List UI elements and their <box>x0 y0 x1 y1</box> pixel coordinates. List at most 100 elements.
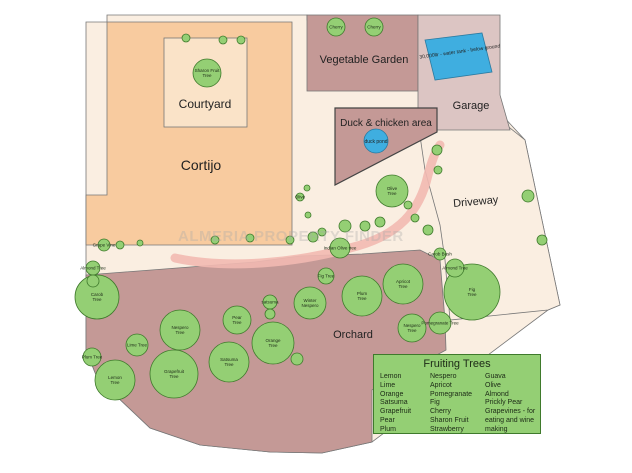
tree-label: Plum Tree <box>82 355 103 360</box>
tree-canopy <box>359 220 371 232</box>
legend-item: Sharon Fruit <box>430 416 469 424</box>
legend-item: Almond <box>485 390 509 398</box>
tree-canopy <box>125 333 149 357</box>
driveway-label: Driveway <box>453 194 500 210</box>
tree-label: Olive <box>295 195 306 200</box>
tree-label: Almond Tree <box>80 266 106 271</box>
tree-canopy <box>264 308 276 320</box>
legend-item: Pear <box>380 416 395 424</box>
tree-label: Pomegranate Tree <box>421 321 459 326</box>
legend-item: Satsuma <box>380 399 408 407</box>
tree-label: Indian Olive tree <box>324 246 357 251</box>
tree-canopy <box>433 247 447 261</box>
legend-item: Prickly Pear <box>485 399 523 407</box>
tree-canopy <box>208 341 250 383</box>
tree-label: Fig Tree <box>318 274 335 279</box>
tree-canopy <box>290 352 304 366</box>
tree-canopy <box>192 58 222 88</box>
legend-item: Pomegranate <box>430 390 473 398</box>
legend-item: making <box>485 425 508 433</box>
tree-canopy <box>536 234 548 246</box>
fruiting-trees-legend: Fruiting Trees Lemon Lime Orange Satsuma… <box>373 354 541 434</box>
tree-canopy <box>341 275 383 317</box>
legend-column-3: Guava Olive Almond Prickly Pear Grapevin… <box>485 373 535 435</box>
tree-canopy <box>445 258 465 278</box>
legend-item: Grapefruit <box>380 408 412 416</box>
watermark: ALMERIA PROPERTY FINDER <box>178 228 404 245</box>
tree-canopy <box>428 311 452 335</box>
tree-canopy <box>374 216 386 228</box>
legend-item: Cherry <box>430 408 452 416</box>
tree-label: Carob Bush <box>428 252 452 257</box>
legend-item: Olive <box>485 381 501 389</box>
legend-item: Guava <box>485 373 506 380</box>
tree-canopy <box>422 224 434 236</box>
tree-canopy <box>397 313 427 343</box>
tree-canopy <box>364 17 384 37</box>
legend-item: Orange <box>380 390 404 398</box>
vegetable-garden-area <box>306 14 419 92</box>
tree-canopy <box>82 347 102 367</box>
tree-canopy <box>86 274 100 288</box>
duck-area-label: Duck & chicken area <box>340 118 432 129</box>
legend-column-2: Nespero Apricot Pomegranate Fig Cherry S… <box>430 373 472 435</box>
tree-canopy <box>251 321 295 365</box>
duck-pond-label: duck pond <box>364 139 387 145</box>
tree-canopy <box>236 35 246 45</box>
tree-canopy <box>181 33 191 43</box>
tree-label: Lime Tree <box>127 343 148 348</box>
tree-canopy <box>317 267 335 285</box>
legend-item: Apricot <box>430 381 452 389</box>
tree-label: satsuma <box>261 300 279 305</box>
legend-title: Fruiting Trees <box>423 358 491 370</box>
tree-canopy <box>136 239 144 247</box>
tree-canopy <box>245 233 255 243</box>
tree-canopy <box>97 238 111 252</box>
legend-item: Lime <box>380 381 396 389</box>
tree-canopy <box>303 184 311 192</box>
tree-canopy <box>304 211 312 219</box>
tree-label: Cherry <box>367 25 381 30</box>
tree-canopy <box>222 305 252 335</box>
legend-item: Lemon <box>380 373 402 380</box>
tree-canopy <box>74 274 120 320</box>
garden-path <box>170 140 445 269</box>
tree-canopy <box>285 235 295 245</box>
tree-canopy <box>338 219 352 233</box>
tree-canopy <box>218 35 228 45</box>
tree-canopy <box>433 165 443 175</box>
legend-item: Plum <box>380 425 396 433</box>
tree-label: Almond Tree <box>442 266 468 271</box>
tree-canopy <box>210 235 220 245</box>
tree-canopy <box>115 240 125 250</box>
tree-canopy <box>317 227 327 237</box>
legend-item: eating and wine <box>485 416 535 424</box>
tree-label: Cherry <box>329 25 343 30</box>
tree-canopy <box>329 237 351 259</box>
tree-canopy <box>403 200 413 210</box>
tree-canopy <box>443 263 501 321</box>
legend-column-1: Lemon Lime Orange Satsuma Grapefruit Pea… <box>380 373 411 435</box>
courtyard-label: Courtyard <box>179 97 232 111</box>
tree-canopy <box>382 263 424 305</box>
tree-label: Grape Vine <box>93 243 116 248</box>
orchard-label: Orchard <box>333 329 373 341</box>
legend-item: Nespero <box>430 373 457 380</box>
cortijo-label: Cortijo <box>181 157 222 173</box>
tree-canopy <box>521 189 535 203</box>
tree-canopy <box>431 144 443 156</box>
tree-canopy <box>375 174 409 208</box>
